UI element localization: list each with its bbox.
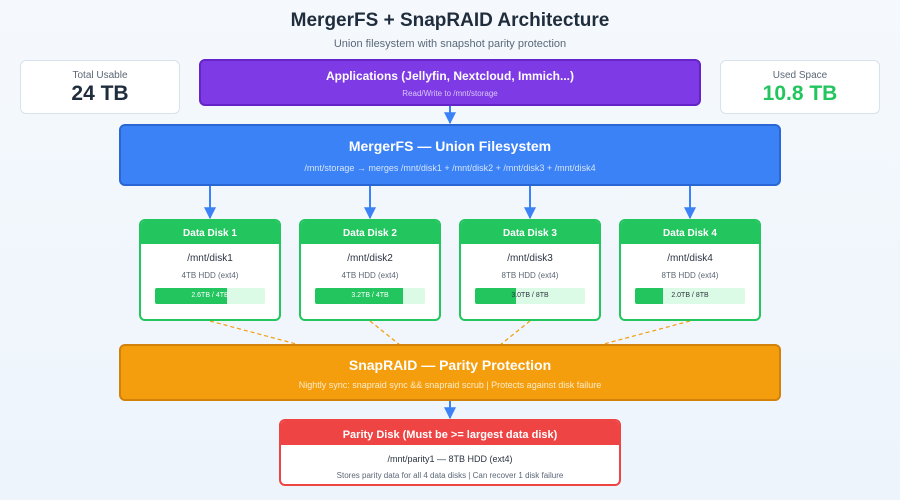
disk-usage-text: 2.6TB / 4TB xyxy=(191,292,229,299)
disk-usage-fill xyxy=(155,288,227,304)
applications-title: Applications (Jellyfin, Nextcloud, Immic… xyxy=(325,69,575,83)
dashed-disk3-to-snapraid xyxy=(499,320,531,346)
disk-name: Data Disk 3 xyxy=(461,221,599,244)
page-title: MergerFS + SnapRAID Architecture xyxy=(290,10,610,31)
disk-path: /mnt/disk2 xyxy=(347,253,393,264)
data-disk-1: Data Disk 1 /mnt/disk1 4TB HDD (ext4) 2.… xyxy=(139,219,281,321)
page-subtitle: Union filesystem with snapshot parity pr… xyxy=(333,38,567,50)
disk-usage-text: 3.2TB / 4TB xyxy=(351,292,389,299)
total-usable-value: 24 TB xyxy=(71,82,129,105)
disk-type: 8TB HDD (ext4) xyxy=(501,271,559,280)
parity-path: /mnt/parity1 — 8TB HDD (ext4) xyxy=(387,454,513,464)
disk-name: Data Disk 2 xyxy=(301,221,439,244)
disk-name: Data Disk 4 xyxy=(621,221,759,244)
disk-usage-fill xyxy=(475,288,517,304)
parity-description: Stores parity data for all 4 data disks … xyxy=(336,471,564,480)
disk-usage-fill xyxy=(315,288,403,304)
data-disk-4: Data Disk 4 /mnt/disk4 8TB HDD (ext4) 2.… xyxy=(619,219,761,321)
applications-subtitle: Read/Write to /mnt/storage xyxy=(402,89,498,98)
disk-usage-bar: 3.0TB / 8TB xyxy=(475,288,585,304)
disk-name: Data Disk 1 xyxy=(141,221,279,244)
mergerfs-title: MergerFS — Union Filesystem xyxy=(348,138,552,154)
disk-path: /mnt/disk1 xyxy=(187,253,233,264)
disk-usage-bar: 2.6TB / 4TB xyxy=(155,288,265,304)
used-space-label: Used Space xyxy=(772,70,828,81)
mergerfs-subtitle: /mnt/storage → merges /mnt/disk1 + /mnt/… xyxy=(304,163,596,173)
disk-usage-bar: 2.0TB / 8TB xyxy=(635,288,745,304)
total-usable-card: Total Usable 24 TB xyxy=(20,60,180,114)
disk-usage-text: 2.0TB / 8TB xyxy=(671,292,709,299)
dashed-disk2-to-snapraid xyxy=(369,320,401,346)
used-space-value: 10.8 TB xyxy=(762,82,838,105)
data-disk-2: Data Disk 2 /mnt/disk2 4TB HDD (ext4) 3.… xyxy=(299,219,441,321)
total-usable-label: Total Usable xyxy=(72,70,128,81)
disk-path: /mnt/disk3 xyxy=(507,253,553,264)
disk-usage-text: 3.0TB / 8TB xyxy=(511,292,549,299)
applications-box: Applications (Jellyfin, Nextcloud, Immic… xyxy=(199,59,701,106)
disk-usage-fill xyxy=(635,288,663,304)
dashed-disk1-to-snapraid xyxy=(209,320,301,346)
disk-type: 8TB HDD (ext4) xyxy=(661,271,719,280)
disk-usage-bar: 3.2TB / 4TB xyxy=(315,288,425,304)
dashed-disk4-to-snapraid xyxy=(599,320,691,346)
used-space-card: Used Space 10.8 TB xyxy=(720,60,880,114)
snapraid-title: SnapRAID — Parity Protection xyxy=(348,357,552,373)
snapraid-box: SnapRAID — Parity Protection Nightly syn… xyxy=(119,344,781,401)
snapraid-subtitle: Nightly sync: snapraid sync && snapraid … xyxy=(298,380,602,390)
data-disk-3: Data Disk 3 /mnt/disk3 8TB HDD (ext4) 3.… xyxy=(459,219,601,321)
parity-title: Parity Disk (Must be >= largest data dis… xyxy=(281,421,619,445)
disk-type: 4TB HDD (ext4) xyxy=(341,271,399,280)
mergerfs-box: MergerFS — Union Filesystem /mnt/storage… xyxy=(119,124,781,186)
disk-type: 4TB HDD (ext4) xyxy=(181,271,239,280)
parity-disk-box: Parity Disk (Must be >= largest data dis… xyxy=(279,419,621,486)
disk-path: /mnt/disk4 xyxy=(667,253,713,264)
